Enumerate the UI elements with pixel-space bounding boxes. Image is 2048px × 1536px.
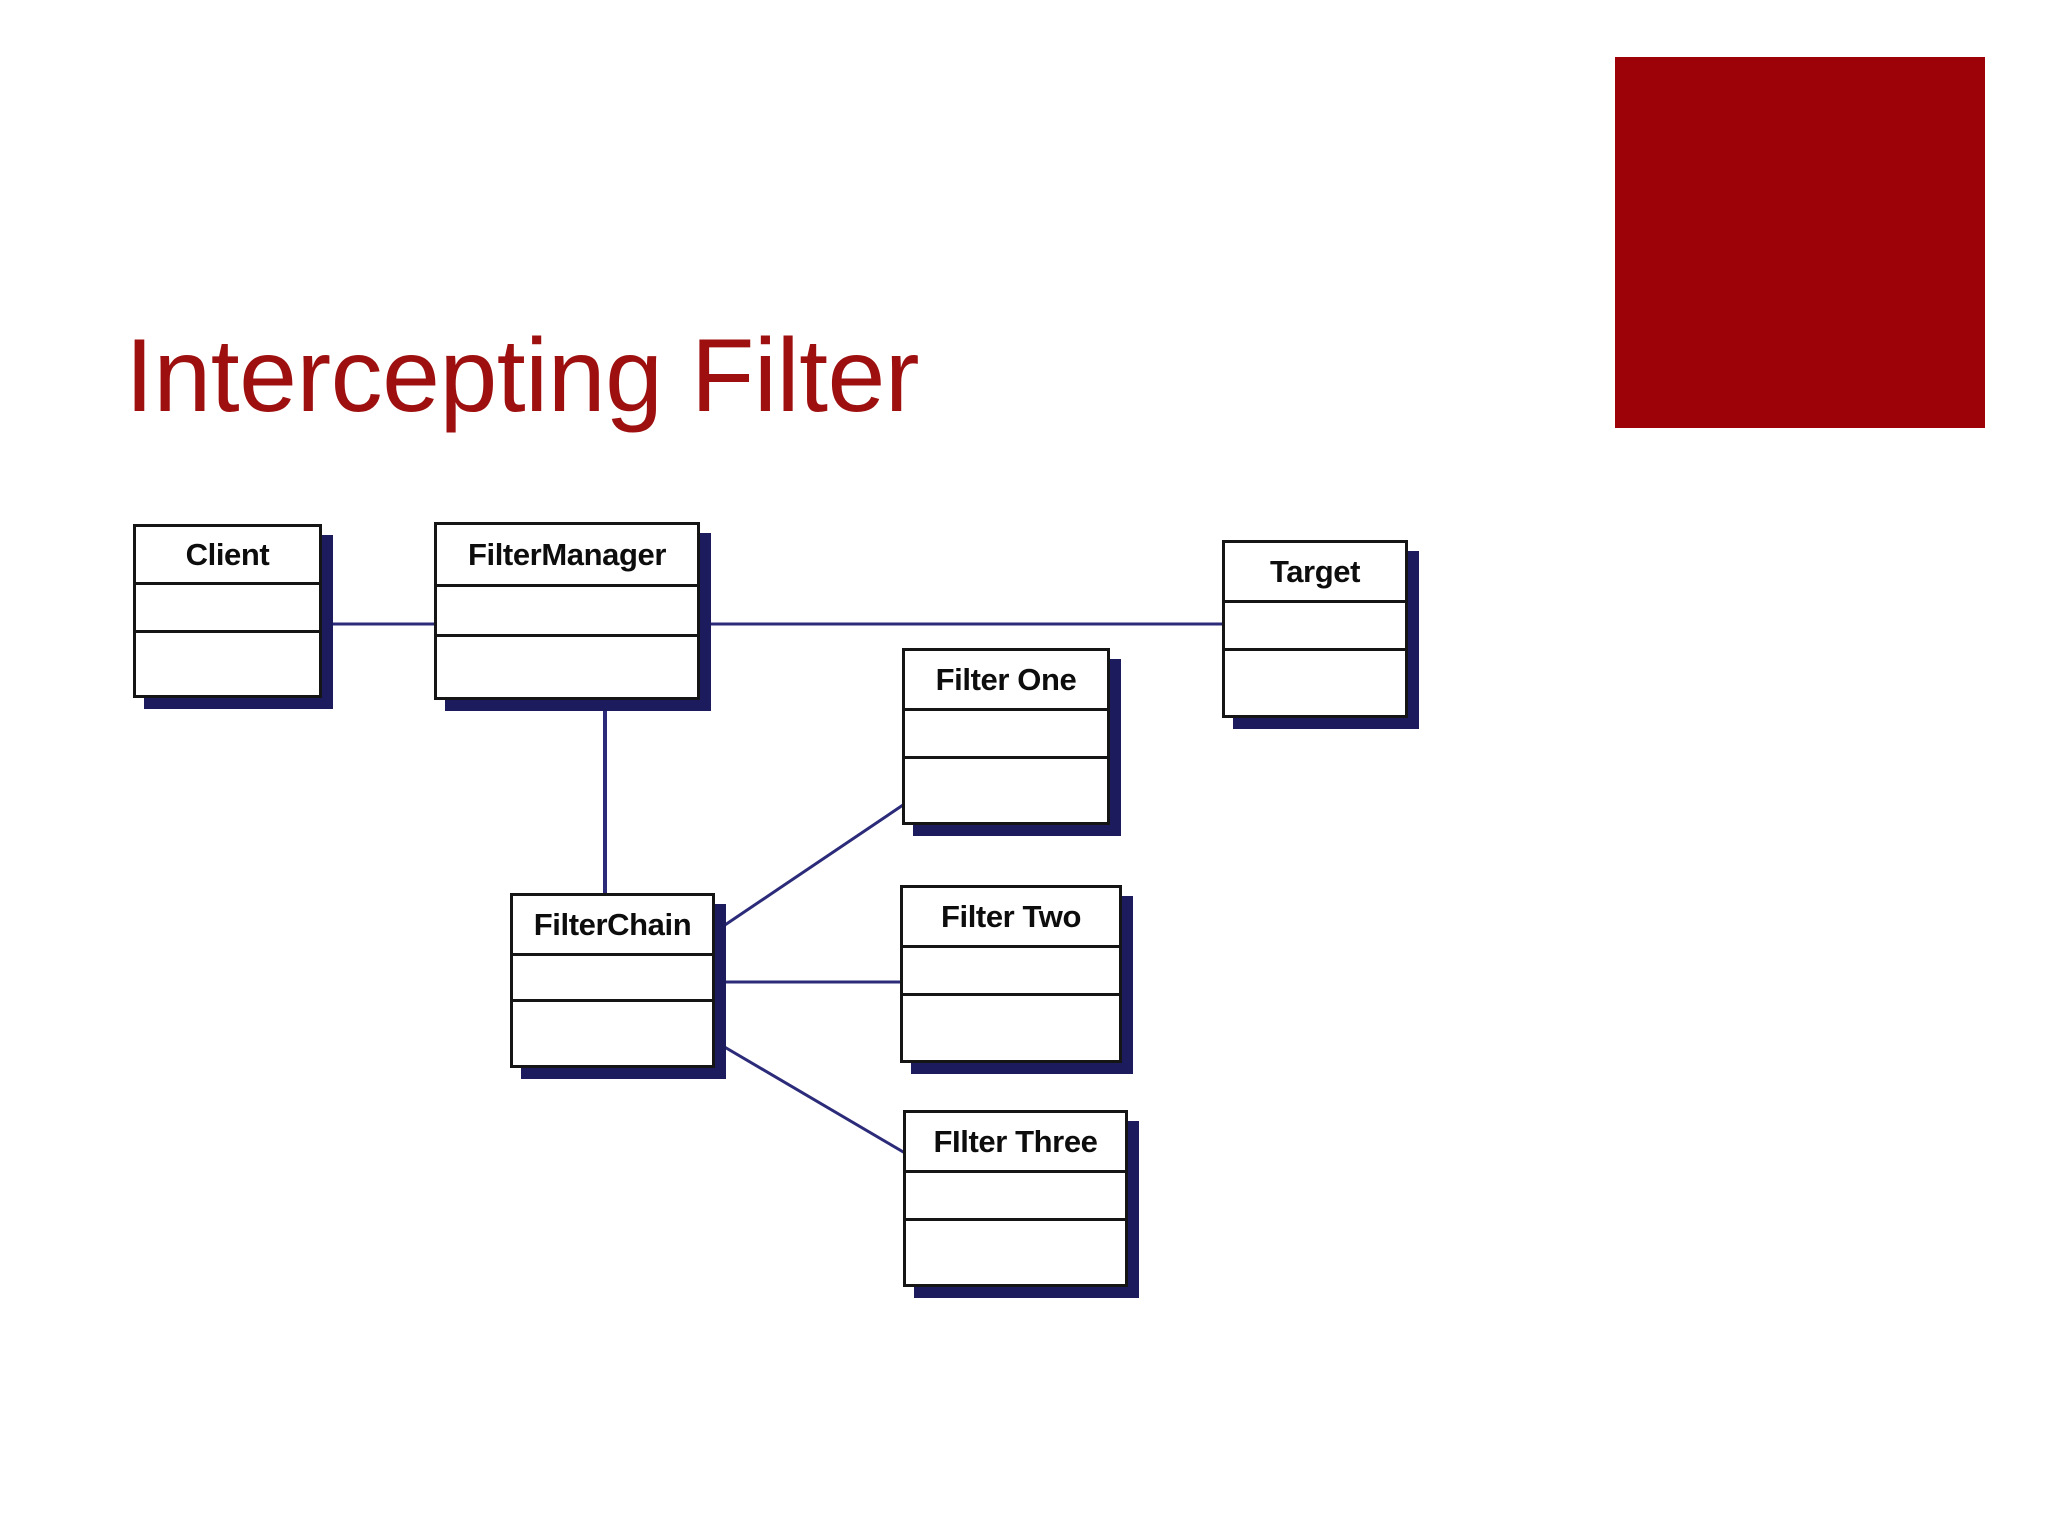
uml-attributes-compartment (136, 585, 319, 633)
uml-class-filter-one[interactable]: Filter One (902, 648, 1110, 825)
uml-operations-compartment (437, 637, 697, 697)
association-filterchain-filterone (715, 803, 904, 933)
uml-class-name: Filter One (905, 651, 1107, 711)
uml-operations-compartment (905, 759, 1107, 822)
uml-class-name: Filter Two (903, 888, 1119, 948)
uml-class-filterchain[interactable]: FilterChain (510, 893, 715, 1068)
uml-attributes-compartment (905, 711, 1107, 759)
uml-class-name: FilterChain (513, 896, 712, 956)
uml-class-name: Target (1225, 543, 1405, 603)
page-title: Intercepting Filter (125, 318, 919, 434)
uml-operations-compartment (136, 633, 319, 695)
uml-class-name: Client (136, 527, 319, 585)
uml-class-filter-two[interactable]: Filter Two (900, 885, 1122, 1063)
uml-class-target[interactable]: Target (1222, 540, 1408, 718)
uml-operations-compartment (906, 1221, 1125, 1284)
uml-class-filtermanager[interactable]: FilterManager (434, 522, 700, 700)
uml-attributes-compartment (513, 956, 712, 1002)
uml-operations-compartment (513, 1002, 712, 1065)
uml-class-client[interactable]: Client (133, 524, 322, 698)
uml-attributes-compartment (906, 1173, 1125, 1221)
uml-class-name: FIlter Three (906, 1113, 1125, 1173)
red-accent-square (1615, 57, 1985, 428)
uml-attributes-compartment (437, 587, 697, 637)
uml-attributes-compartment (903, 948, 1119, 996)
uml-class-filter-three[interactable]: FIlter Three (903, 1110, 1128, 1287)
uml-operations-compartment (1225, 651, 1405, 715)
uml-class-name: FilterManager (437, 525, 697, 587)
uml-attributes-compartment (1225, 603, 1405, 651)
association-filterchain-filterthree (715, 1040, 906, 1155)
uml-operations-compartment (903, 996, 1119, 1060)
